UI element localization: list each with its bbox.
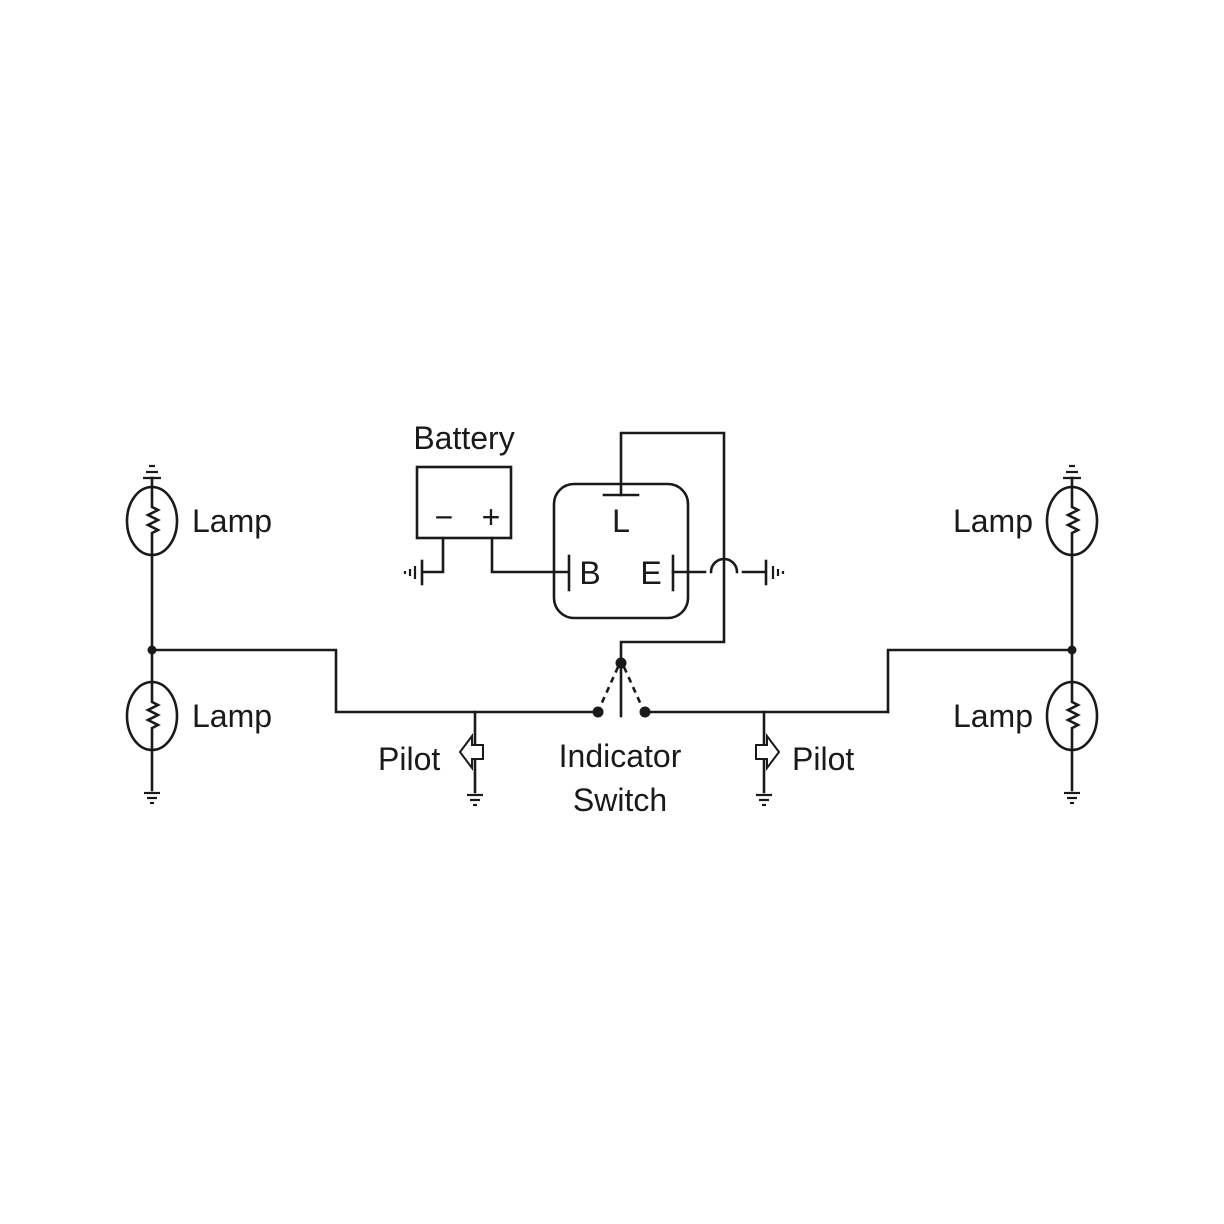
flasher-pin-b-label: B <box>579 555 600 591</box>
wire-flasher-e-ground <box>671 557 785 586</box>
flasher-unit <box>552 482 690 620</box>
junction-dot-left <box>147 645 157 655</box>
lamp-label-left-top: Lamp <box>192 503 272 539</box>
junction-dot-right <box>1067 645 1077 655</box>
ground-symbol-pilot-left <box>465 793 485 807</box>
ground-symbol-left-bottom <box>142 791 162 805</box>
lamp-left-bottom <box>125 680 179 752</box>
battery-label: Battery <box>413 420 514 456</box>
lamp-right-top <box>1045 485 1099 557</box>
pilot-label-right: Pilot <box>792 741 854 777</box>
switch-label-line1: Indicator <box>559 738 682 774</box>
lamp-left-top <box>125 485 179 557</box>
lamp-label-right-top: Lamp <box>953 503 1033 539</box>
pilot-arrow-right-icon <box>755 733 781 771</box>
lamp-label-left-bottom: Lamp <box>192 698 272 734</box>
flasher-pin-e-label: E <box>640 555 661 591</box>
switch-label-line2: Switch <box>573 782 667 818</box>
wire-right-lamps <box>886 553 1074 792</box>
ground-symbol-pilot-right <box>754 793 774 807</box>
battery <box>415 465 513 540</box>
battery-negative-terminal: − <box>435 499 454 535</box>
ground-symbol-left-top <box>143 464 161 489</box>
flasher-pin-l-label: L <box>612 503 630 539</box>
wire-crossover-hop <box>709 557 739 574</box>
lamp-label-right-bottom: Lamp <box>953 698 1033 734</box>
pilot-label-left: Pilot <box>378 741 440 777</box>
wire-flasher-l-to-switch <box>619 431 726 665</box>
lamp-right-bottom <box>1045 680 1099 752</box>
ground-symbol-right-bottom <box>1062 791 1082 805</box>
wire-left-lamps <box>150 553 600 792</box>
ground-symbol-right-top <box>1063 464 1081 489</box>
battery-positive-terminal: + <box>482 499 501 535</box>
indicator-switch <box>592 657 651 718</box>
pilot-arrow-left-icon <box>458 733 484 771</box>
wire-battery-positive-to-b <box>490 536 569 574</box>
wire-battery-negative-ground <box>403 536 445 586</box>
